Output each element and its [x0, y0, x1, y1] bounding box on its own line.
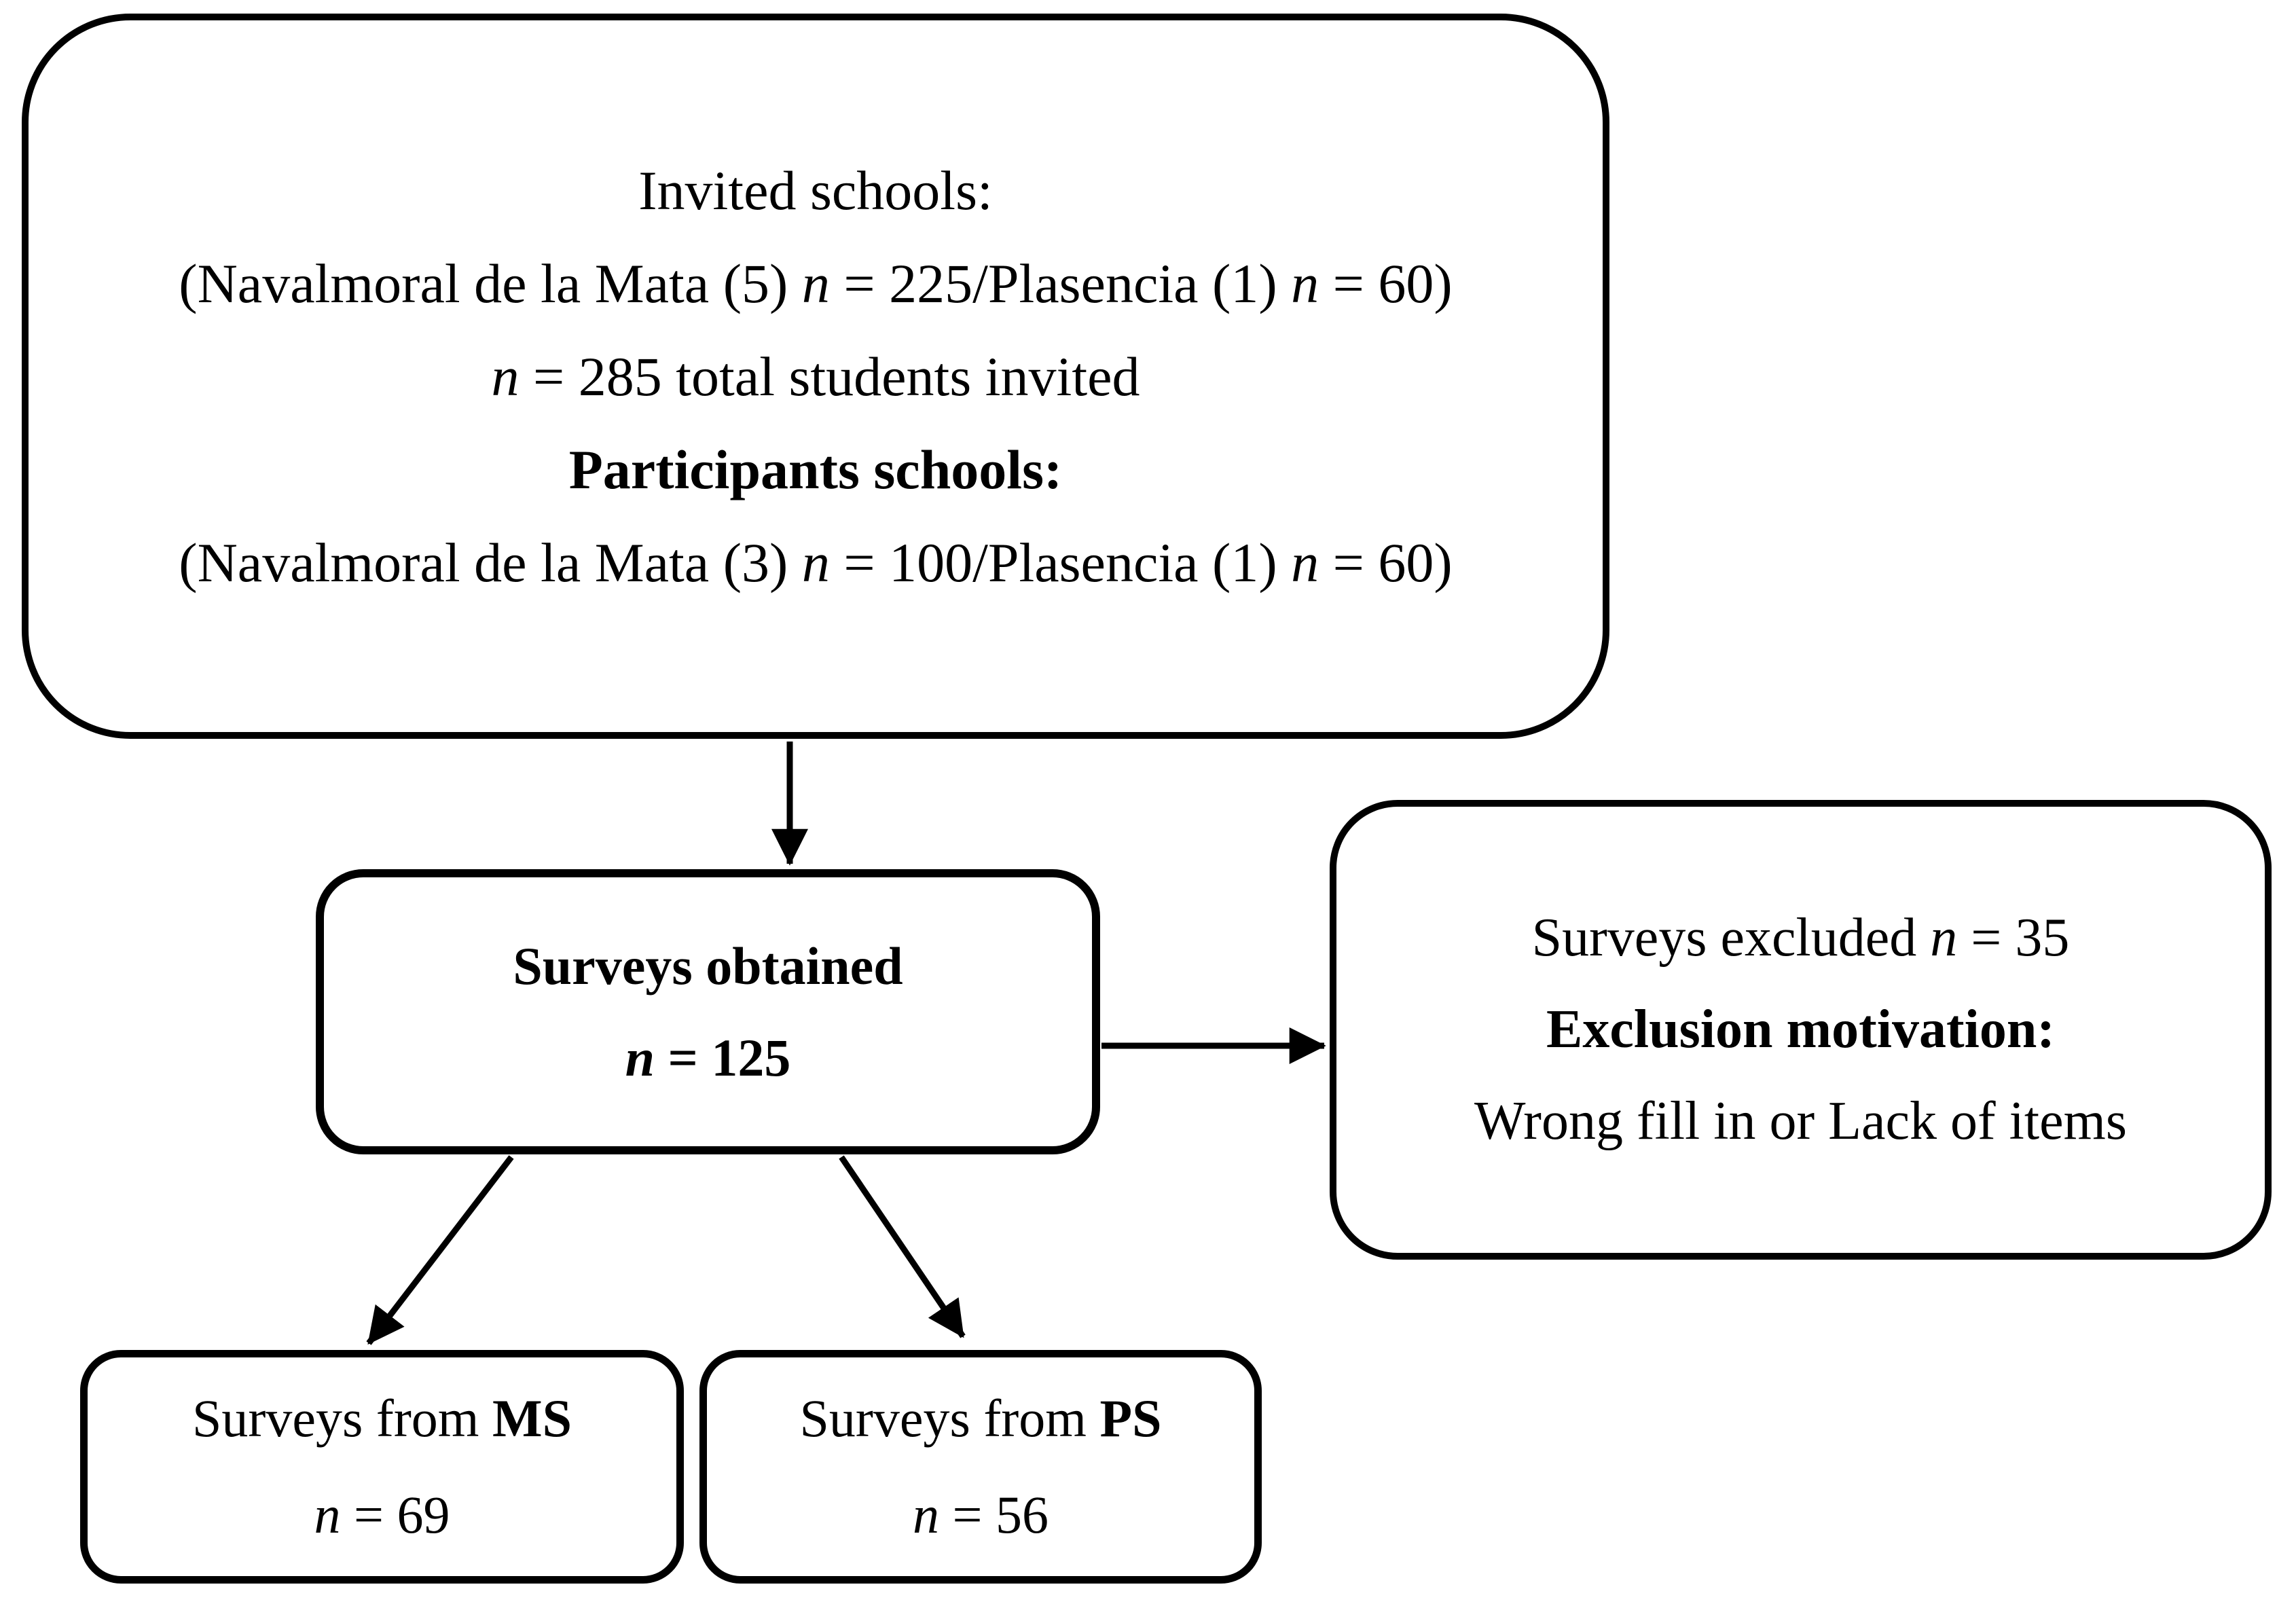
n-symbol: n — [913, 1485, 939, 1544]
school-code: MS — [492, 1389, 572, 1448]
obtained-count-line: n = 125 — [625, 1012, 791, 1103]
text-segment: = 60) — [1319, 531, 1453, 593]
exclusion-reason-line: Wrong fill in or Lack of items — [1474, 1076, 2127, 1167]
text-segment: = 225/Plasencia (1) — [829, 252, 1292, 314]
surveys-ps-box: Surveys from PS n = 56 — [699, 1350, 1262, 1584]
surveys-obtained-box: Surveys obtained n = 125 — [316, 869, 1100, 1154]
count-value: = 69 — [340, 1485, 450, 1544]
n-symbol: n — [491, 345, 520, 407]
arrow-obtained-to-ps — [839, 1155, 966, 1338]
exclusion-motivation-line: Exclusion motivation: — [1546, 984, 2055, 1076]
text-segment: (Navalmoral de la Mata (5) — [179, 252, 802, 314]
n-symbol: n — [801, 531, 830, 593]
obtained-title-line: Surveys obtained — [513, 920, 903, 1012]
n-symbol: n — [1291, 252, 1319, 314]
ps-count-line: n = 56 — [913, 1467, 1049, 1563]
school-code: PS — [1099, 1389, 1162, 1448]
n-symbol: n — [625, 1028, 655, 1087]
text-segment: Surveys from — [799, 1389, 1100, 1448]
n-symbol: n — [314, 1485, 341, 1544]
participants-title-line: Participants schools: — [569, 423, 1063, 516]
text-segment: Invited schools: — [638, 159, 993, 221]
text-segment: = 100/Plasencia (1) — [829, 531, 1292, 593]
excluded-count-line: Surveys excluded n = 35 — [1532, 892, 2070, 984]
ms-count-line: n = 69 — [314, 1467, 450, 1563]
n-symbol: n — [1930, 908, 1958, 968]
text-segment: Participants schools: — [568, 438, 1063, 500]
invited-detail-line: (Navalmoral de la Mata (5) n = 225/Plase… — [179, 237, 1452, 330]
invited-schools-box: Invited schools: (Navalmoral de la Mata … — [22, 14, 1609, 739]
participants-detail-line: (Navalmoral de la Mata (3) n = 100/Plase… — [179, 516, 1452, 609]
count-value: = 35 — [1957, 908, 2070, 968]
text-segment: (Navalmoral de la Mata (3) — [179, 531, 802, 593]
text-segment: Surveys excluded — [1531, 908, 1931, 968]
ps-title-line: Surveys from PS — [800, 1370, 1162, 1467]
n-symbol: n — [801, 252, 830, 314]
text-segment: Surveys from — [192, 1389, 492, 1448]
n-symbol: n — [1291, 531, 1319, 593]
text-segment: Wrong fill in or Lack of items — [1474, 1091, 2127, 1151]
text-segment: = 285 total students invited — [519, 345, 1140, 407]
invited-title-line: Invited schools: — [638, 144, 993, 237]
surveys-ms-box: Surveys from MS n = 69 — [80, 1350, 684, 1584]
count-value: = 56 — [939, 1485, 1049, 1544]
invited-total-line: n = 285 total students invited — [491, 330, 1140, 423]
text-segment: = 60) — [1319, 252, 1453, 314]
count-value: = 125 — [654, 1028, 791, 1087]
ms-title-line: Surveys from MS — [192, 1370, 572, 1467]
surveys-excluded-box: Surveys excluded n = 35 Exclusion motiva… — [1330, 800, 2272, 1260]
text-segment: Surveys obtained — [513, 936, 903, 995]
arrow-obtained-to-ms — [366, 1155, 514, 1345]
text-segment: Exclusion motivation: — [1546, 1000, 2055, 1059]
